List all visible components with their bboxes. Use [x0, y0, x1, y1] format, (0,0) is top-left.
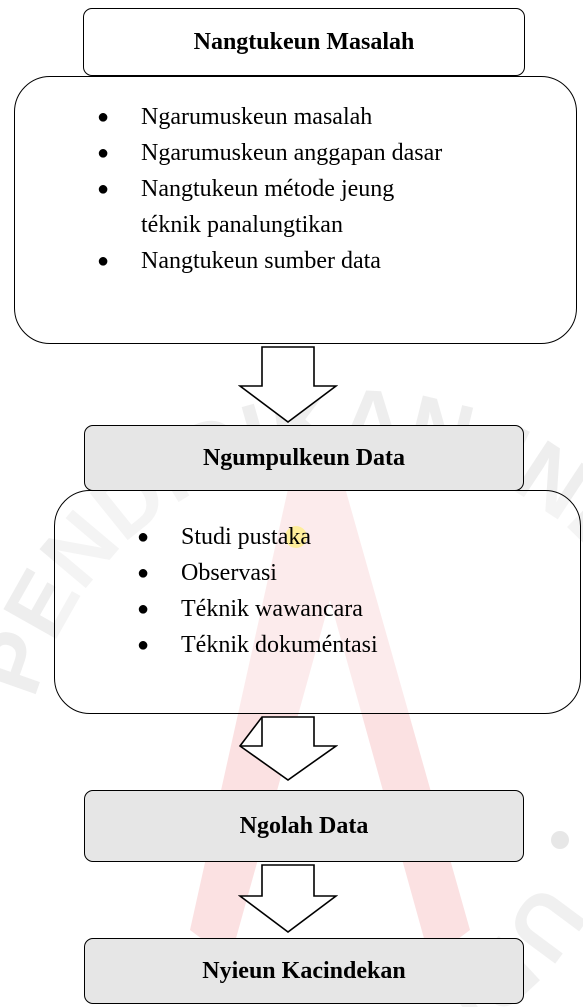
list-item-continuation: téknik panalungtikan [141, 212, 343, 238]
step-title-box-process-data: Ngolah Data [84, 790, 524, 862]
list-item: ●Studi pustaka [137, 524, 311, 550]
step-title-box-conclusion: Nyieun Kacindekan [84, 938, 524, 1004]
list-item: ●Téknik wawancara [137, 596, 363, 622]
list-item: ●Téknik dokuméntasi [137, 632, 378, 658]
list-item: ●Nangtukeun métode jeung [97, 176, 395, 202]
step-title-conclusion: Nyieun Kacindekan [202, 957, 406, 984]
down-arrow-icon [238, 864, 338, 933]
step-title-process-data: Ngolah Data [239, 812, 369, 839]
step-title-define-problem: Nangtukeun Masalah [193, 28, 415, 55]
down-arrow-icon [238, 346, 338, 423]
step-list-box-define-problem: ●Ngarumuskeun masalah ●Ngarumuskeun angg… [14, 76, 577, 344]
step-list-collect-data: ●Studi pustaka ●Observasi ●Téknik wawanc… [137, 519, 378, 663]
list-item: ●Ngarumuskeun anggapan dasar [97, 140, 443, 166]
step-title-box-define-problem: Nangtukeun Masalah [83, 8, 525, 76]
list-item: ●Nangtukeun sumber data [97, 248, 381, 274]
step-title-collect-data: Ngumpulkeun Data [202, 444, 406, 471]
list-item: ●Observasi [137, 560, 277, 586]
step-list-box-collect-data: ●Studi pustaka ●Observasi ●Téknik wawanc… [54, 490, 581, 714]
list-item: ●Ngarumuskeun masalah [97, 104, 373, 130]
down-arrow-icon [238, 716, 338, 781]
step-list-define-problem: ●Ngarumuskeun masalah ●Ngarumuskeun angg… [97, 99, 443, 279]
step-title-box-collect-data: Ngumpulkeun Data [84, 425, 524, 491]
